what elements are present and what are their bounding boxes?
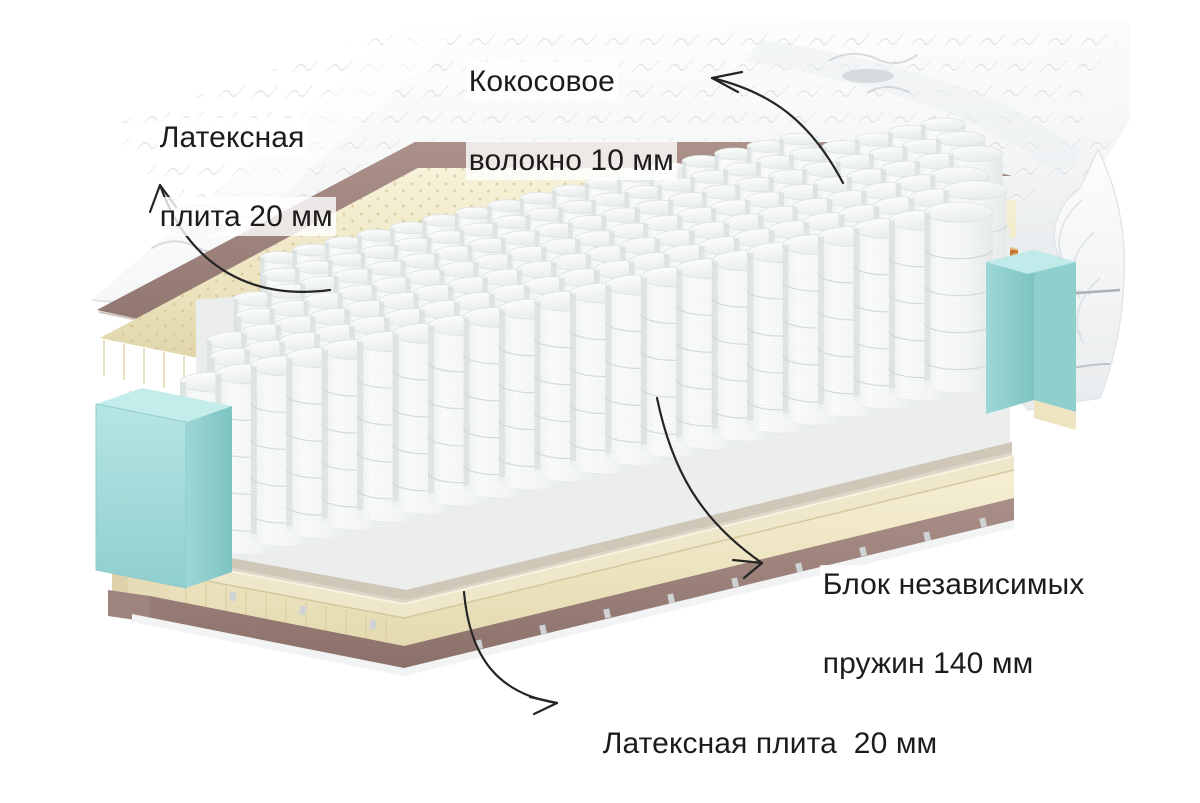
spring-block-label-line1: Блок независимых	[819, 564, 1088, 605]
right-edge-latex-strip	[1034, 400, 1076, 430]
latex-top-label-line1: Латексная	[156, 117, 308, 158]
coconut-fiber-label-line2: волокно 10 мм	[465, 140, 677, 181]
latex-top-label: Латексная плита 20 мм	[123, 78, 336, 276]
coconut-fiber-label-line1: Кокосовое	[465, 61, 618, 102]
arrow-to-coconut-fiber	[710, 76, 845, 185]
coconut-fiber-label: Кокосовое волокно 10 мм	[432, 22, 677, 220]
arrow-to-coconut-fiber-head	[710, 70, 744, 94]
spring-pocket	[923, 201, 994, 393]
side-support-right	[986, 250, 1076, 414]
arrow-to-spring-block	[655, 396, 764, 565]
spring-block-label-line2: пружин 140 мм	[819, 643, 1037, 684]
arrow-to-spring-block-head	[731, 558, 764, 580]
side-support-left	[95, 388, 232, 589]
spring-pockets	[179, 117, 1008, 562]
spring-block-label: Блок независимых пружин 140 мм	[786, 525, 1088, 723]
latex-bottom-label: Латексная плита 20 мм	[566, 684, 941, 803]
base-staples	[229, 517, 988, 650]
arrow-to-latex-bottom-head	[528, 695, 559, 716]
latex-top-label-line2: плита 20 мм	[156, 196, 336, 237]
latex-bottom-label-line1: Латексная плита 20 мм	[599, 723, 941, 764]
